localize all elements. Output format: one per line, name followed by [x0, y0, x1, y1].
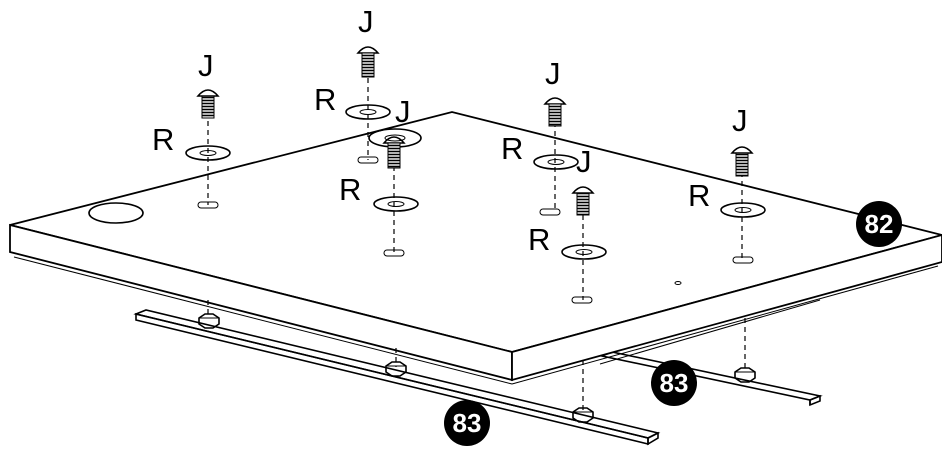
mounting-slots	[197, 156, 754, 304]
callout-83-front: 83	[444, 400, 490, 446]
label-r-5: R	[528, 222, 550, 257]
washer-2	[345, 104, 391, 120]
label-r-6: R	[688, 178, 710, 213]
callout-82-text: 82	[865, 209, 894, 239]
nut-4	[734, 367, 756, 383]
callout-83-back: 83	[651, 360, 697, 406]
callout-83-back-text: 83	[660, 368, 689, 398]
label-j-6: J	[732, 103, 748, 138]
label-r-1: R	[152, 122, 174, 157]
washer-labels: R R R R R R	[152, 82, 710, 257]
washer-5	[533, 154, 579, 170]
label-r-4: R	[501, 131, 523, 166]
rail-front	[133, 309, 661, 446]
top-plate	[9, 111, 942, 385]
label-r-2: R	[314, 82, 336, 117]
nuts	[198, 313, 756, 423]
label-j-4: J	[545, 56, 561, 91]
screw-1	[196, 89, 220, 119]
screw-3	[382, 136, 406, 169]
screw-4	[543, 97, 567, 127]
rail-back	[599, 351, 823, 407]
screw-6	[730, 146, 754, 177]
label-r-3: R	[339, 172, 361, 207]
washer-1	[185, 145, 231, 161]
label-j-1: J	[198, 48, 214, 83]
screw-5	[571, 186, 595, 216]
axis-lines	[207, 78, 746, 412]
callout-83-front-text: 83	[453, 408, 482, 438]
screws	[196, 46, 754, 216]
nut-2	[385, 361, 407, 377]
washer-4	[373, 196, 419, 212]
label-j-5: J	[576, 144, 592, 179]
screw-2	[356, 46, 380, 78]
washer-7	[720, 202, 766, 218]
screw-labels: J J J J J J	[198, 4, 748, 179]
washer-6	[561, 244, 607, 260]
callout-82: 82	[856, 201, 902, 247]
nut-3	[572, 407, 594, 423]
label-j-2: J	[358, 4, 374, 39]
label-j-3: J	[395, 94, 411, 129]
nut-1	[198, 313, 220, 329]
